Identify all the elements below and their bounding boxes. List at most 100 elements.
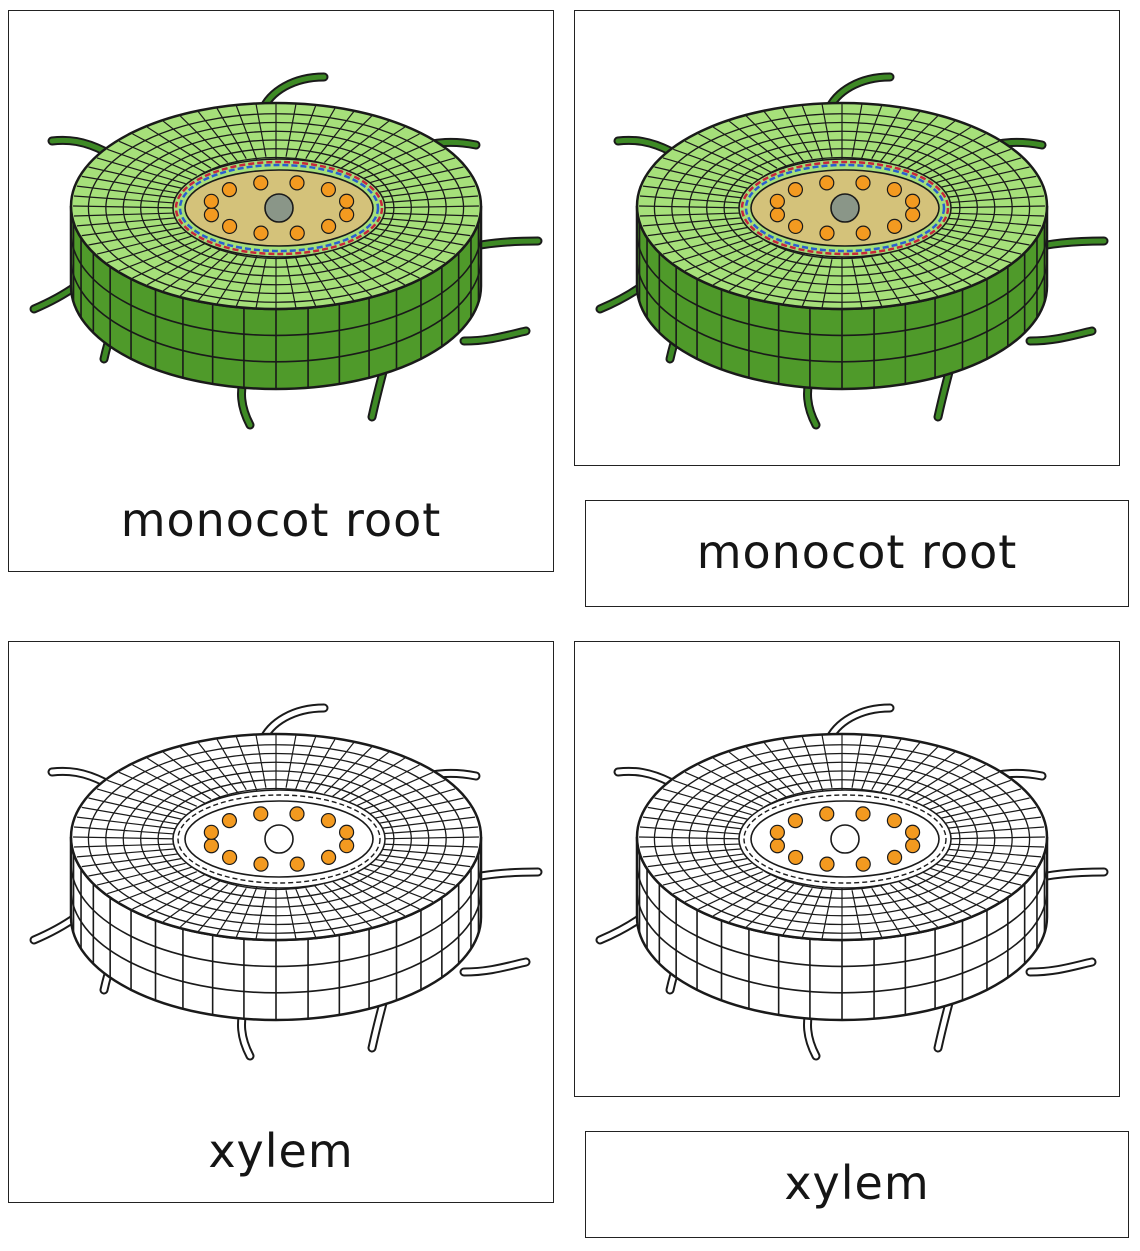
cortex-cell-wall <box>639 836 748 840</box>
cortex-cell-wall <box>936 836 1045 840</box>
cortex-cell-wall <box>107 864 198 895</box>
cortex-cell-wall <box>323 746 373 795</box>
root-hair <box>31 283 79 312</box>
cortex-cell-wall <box>366 231 456 255</box>
cortex-cell-wall <box>934 847 1042 858</box>
cortex-cell-wall <box>216 739 247 791</box>
cortex-cell-wall <box>81 222 178 237</box>
cortex-cell-wall <box>877 882 921 932</box>
cortex-cell-wall <box>162 751 224 801</box>
endodermis-ring <box>174 160 384 256</box>
cortex-cell-wall <box>943 195 1045 204</box>
cortex-cell-wall <box>920 771 1000 807</box>
xylem-vessel <box>769 824 785 840</box>
cortex-cell-wall <box>88 225 189 246</box>
cortex-cell-wall <box>906 247 972 286</box>
cortex-cell-wall <box>908 764 986 807</box>
card-label: xylem <box>208 1124 354 1178</box>
root-hair <box>31 914 79 943</box>
cortex-cell-wall <box>920 233 1011 264</box>
cortex-cell-wall <box>929 856 1030 877</box>
cortex-cell-wall <box>96 231 186 255</box>
cortex-cell-wall <box>821 259 833 308</box>
cortex-cell-wall <box>894 877 956 923</box>
cortex-cell-wall <box>368 816 476 831</box>
cortex-cell-wall <box>712 757 778 800</box>
xylem-vessel <box>787 218 804 235</box>
cortex-cell-wall <box>745 252 795 297</box>
cortex-cell-wall <box>377 843 478 848</box>
cortex-cell-wall <box>366 862 456 886</box>
cortex-cell-wall <box>859 736 883 793</box>
cortex-cell-wall <box>132 240 210 279</box>
xylem-vessel <box>338 193 355 209</box>
side-cell-band <box>636 258 1048 363</box>
cortex-cell-wall <box>943 843 1044 848</box>
cortex-cell-wall <box>354 771 434 807</box>
cortex-cell-wall <box>639 205 748 209</box>
cortex-cell-wall <box>647 222 744 237</box>
xylem-vessel <box>221 182 238 198</box>
monocot-root-illustration <box>595 72 1109 430</box>
cortex-cell-wall <box>782 256 813 304</box>
xylem-vessel <box>787 849 804 866</box>
cortex-cell-wall <box>889 252 939 297</box>
cortex-cell-wall <box>88 856 189 877</box>
cortex-cell-wall <box>698 871 776 910</box>
cortex-cell-wall <box>362 797 464 822</box>
cortex-cell-wall <box>355 240 434 272</box>
xylem-vessel <box>787 813 804 829</box>
cortex-cell-wall <box>340 878 406 917</box>
cortex-cell-wall <box>908 133 986 176</box>
cortex-cell-wall <box>328 120 390 170</box>
cortex-cell-wall <box>88 166 190 191</box>
cortex-cell-wall <box>132 871 210 910</box>
cortex-cell-wall <box>340 247 406 286</box>
cortex-cell-wall <box>763 111 807 165</box>
pith <box>830 193 860 223</box>
xylem-vessel <box>320 812 337 829</box>
cortex-cell-wall <box>118 240 197 272</box>
pericycle-ring <box>743 794 947 884</box>
cortex-cell-wall <box>939 175 1037 194</box>
xylem-vessel <box>320 181 337 198</box>
cortex-cell-wall <box>373 806 471 825</box>
cortex-cell-wall <box>197 742 241 796</box>
cortex-cell-wall <box>763 882 807 932</box>
cortex-cell-wall <box>255 890 267 939</box>
xylem-vessel <box>289 175 305 191</box>
xylem-vessel <box>338 824 355 840</box>
cortex-cell-wall <box>74 843 175 848</box>
side-cell-band <box>636 863 1048 968</box>
xylem-vessel <box>339 838 355 854</box>
xylem-vessel <box>769 193 785 209</box>
cortex-cell-wall <box>76 216 184 227</box>
cortex-cell-wall <box>936 205 1045 209</box>
pericycle-ring <box>178 163 380 253</box>
xylem-vessel <box>289 806 305 822</box>
xylem-vessel <box>203 193 219 209</box>
cortex-cell-wall <box>932 862 1022 886</box>
cortex-cell-wall <box>311 251 355 301</box>
cortex-cell-wall <box>96 788 186 816</box>
cortex-cell-wall <box>698 240 776 279</box>
cortex-cell-wall <box>285 104 297 157</box>
cortex-cell-wall <box>197 251 241 301</box>
cortex-cell-wall <box>921 240 1000 272</box>
cortex-cell-wall <box>673 779 764 814</box>
cortex-cell-wall <box>354 233 445 264</box>
cortex-cell-wall <box>745 115 795 164</box>
cortex-cell-wall <box>801 254 825 307</box>
cortex-cell-wall <box>821 735 833 788</box>
cortex-cell-wall <box>162 246 224 292</box>
cortex-cell-wall <box>374 853 471 868</box>
xylem-illustration <box>595 703 1109 1061</box>
cortex-cell-wall <box>928 166 1030 191</box>
root-hair <box>461 328 529 344</box>
cortex-cell-wall <box>81 806 179 825</box>
cortex-cell-wall <box>728 246 790 292</box>
cortex-cell-wall <box>73 205 182 209</box>
cortex-cell-wall <box>642 847 750 858</box>
cortex-cell-wall <box>932 157 1022 185</box>
cortex-cell-wall <box>928 797 1030 822</box>
